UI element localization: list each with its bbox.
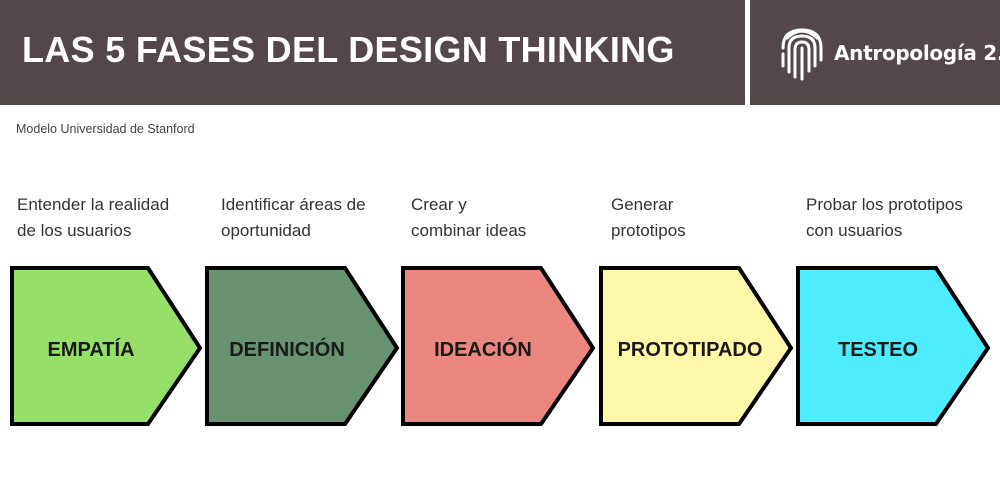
phase-description-line: Identificar áreas de [221, 195, 366, 214]
phase-description-line: Probar los prototipos [806, 195, 963, 214]
phase-description-line: Crear y [411, 195, 467, 214]
phase-label-empatia: EMPATÍA [47, 339, 135, 361]
phase-description-3: Crear y combinar ideas [411, 192, 591, 244]
brand-panel: Antropología 2.0 [750, 0, 1000, 105]
phase-description-line: oportunidad [221, 221, 311, 240]
fingerprint-icon [781, 28, 823, 81]
phase-arrow-empatia [10, 266, 203, 426]
phase-description-line: combinar ideas [411, 221, 527, 240]
phase-arrow-definicion [205, 266, 400, 426]
phase-arrow-prototipado [599, 266, 794, 426]
phase-description-4: Generar prototipos [611, 192, 791, 244]
phase-description-2: Identificar áreas de oportunidad [221, 192, 401, 244]
phase-description-5: Probar los prototipos con usuarios [806, 192, 986, 244]
header-banner: LAS 5 FASES DEL DESIGN THINKING [0, 0, 745, 105]
phase-description-1: Entender la realidad de los usuarios [17, 192, 197, 244]
page-title: LAS 5 FASES DEL DESIGN THINKING [22, 29, 675, 70]
phase-description-line: Generar [611, 195, 674, 214]
phase-description-line: prototipos [611, 221, 686, 240]
phase-label-testeo: TESTEO [837, 339, 918, 361]
subtitle: Modelo Universidad de Stanford [16, 122, 195, 136]
phase-label-ideacion: IDEACIÓN [434, 339, 532, 361]
phase-description-line: de los usuarios [17, 221, 132, 240]
brand-name: Antropología 2.0 [834, 41, 1000, 65]
phase-label-prototipado: PROTOTIPADO [617, 339, 763, 361]
phase-arrow-testeo [796, 266, 991, 426]
phase-description-line: Entender la realidad [17, 195, 170, 214]
phase-label-definicion: DEFINICIÓN [229, 339, 345, 361]
phase-arrow-ideacion [401, 266, 596, 426]
phase-description-line: con usuarios [806, 221, 903, 240]
